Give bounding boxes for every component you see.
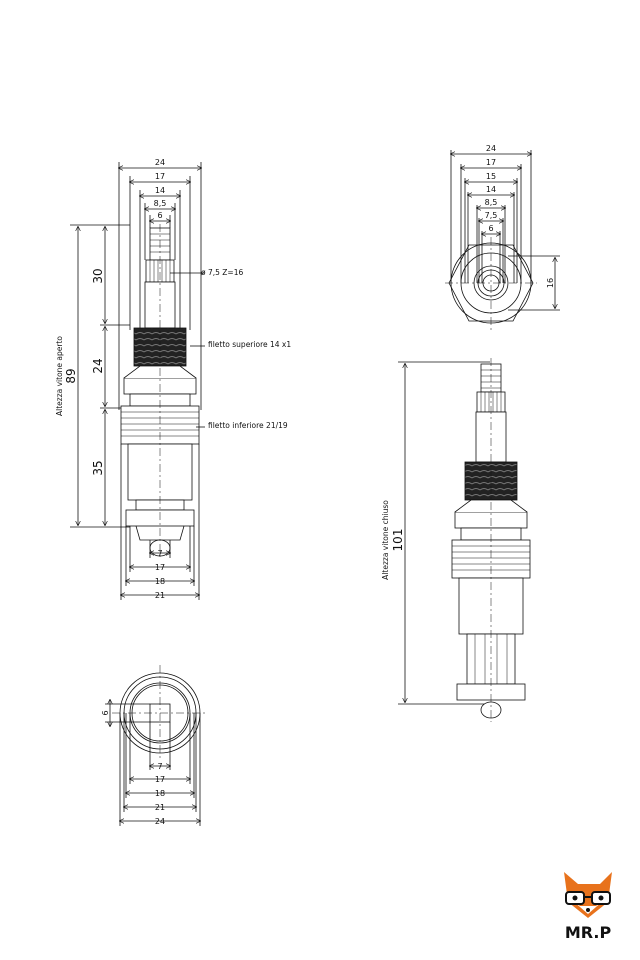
dim-bottom-2: 17 <box>155 775 165 784</box>
open-valve-view <box>70 162 205 600</box>
top-end-view <box>445 150 560 330</box>
dim-open-top-3: 14 <box>155 186 165 195</box>
open-vertical-dimensions <box>70 224 130 528</box>
dim-open-30: 30 <box>91 268 105 283</box>
open-bottom-dimensions <box>121 444 199 600</box>
dim-top-5: 8,5 <box>485 198 498 207</box>
logo-text: MR.P <box>565 923 612 942</box>
dim-bottom-5: 24 <box>155 817 165 826</box>
dim-top-6: 7,5 <box>485 211 498 220</box>
top-view-labels: 24 17 15 14 8,5 7,5 6 16 <box>485 144 555 288</box>
dim-open-89: 89 <box>64 368 78 383</box>
bottom-view-labels: 6 7 17 18 21 24 <box>101 710 165 826</box>
open-top-dimensions <box>119 162 201 410</box>
dim-bottom-1: 7 <box>157 762 162 771</box>
dim-top-1: 24 <box>486 144 496 153</box>
dim-top-7: 6 <box>488 224 493 233</box>
dim-top-3: 15 <box>486 172 496 181</box>
dim-open-top-1: 24 <box>155 158 165 167</box>
dim-top-side: 16 <box>546 278 555 288</box>
dim-open-top-2: 17 <box>155 172 165 181</box>
closed-height-label: Altezza vitone chiuso <box>381 500 390 580</box>
open-valve-body <box>120 224 200 560</box>
dim-bottom-3: 18 <box>155 789 165 798</box>
dim-top-4: 14 <box>486 185 496 194</box>
dim-open-bottom-1: 7 <box>157 549 162 558</box>
closed-view-labels: 101 Altezza vitone chiuso <box>381 500 405 580</box>
lower-thread-note: filetto inferiore 21/19 <box>208 421 288 430</box>
dim-top-2: 17 <box>486 158 496 167</box>
dim-open-35: 35 <box>91 460 105 475</box>
upper-thread-note: filetto superiore 14 x1 <box>208 340 291 349</box>
dim-closed-101: 101 <box>391 529 405 552</box>
dim-open-top-4: 8,5 <box>154 199 167 208</box>
closed-valve-view <box>398 358 531 722</box>
bottom-end-view <box>105 665 208 826</box>
open-height-label: Altezza vitone aperto <box>55 336 64 416</box>
dim-open-bottom-2: 17 <box>155 563 165 572</box>
dim-open-top-5: 6 <box>157 211 162 220</box>
open-view-labels: 24 17 14 8,5 6 30 24 35 89 Altezza viton… <box>55 158 291 600</box>
mrp-logo: MR.P <box>564 872 612 942</box>
fox-icon <box>564 872 612 918</box>
dim-open-24: 24 <box>91 358 105 373</box>
dim-open-bottom-4: 21 <box>155 591 165 600</box>
dim-bottom-side: 6 <box>101 710 110 715</box>
dim-open-bottom-3: 18 <box>155 577 165 586</box>
dim-bottom-4: 21 <box>155 803 165 812</box>
spline-note: ø 7,5 Z=16 <box>201 268 243 277</box>
